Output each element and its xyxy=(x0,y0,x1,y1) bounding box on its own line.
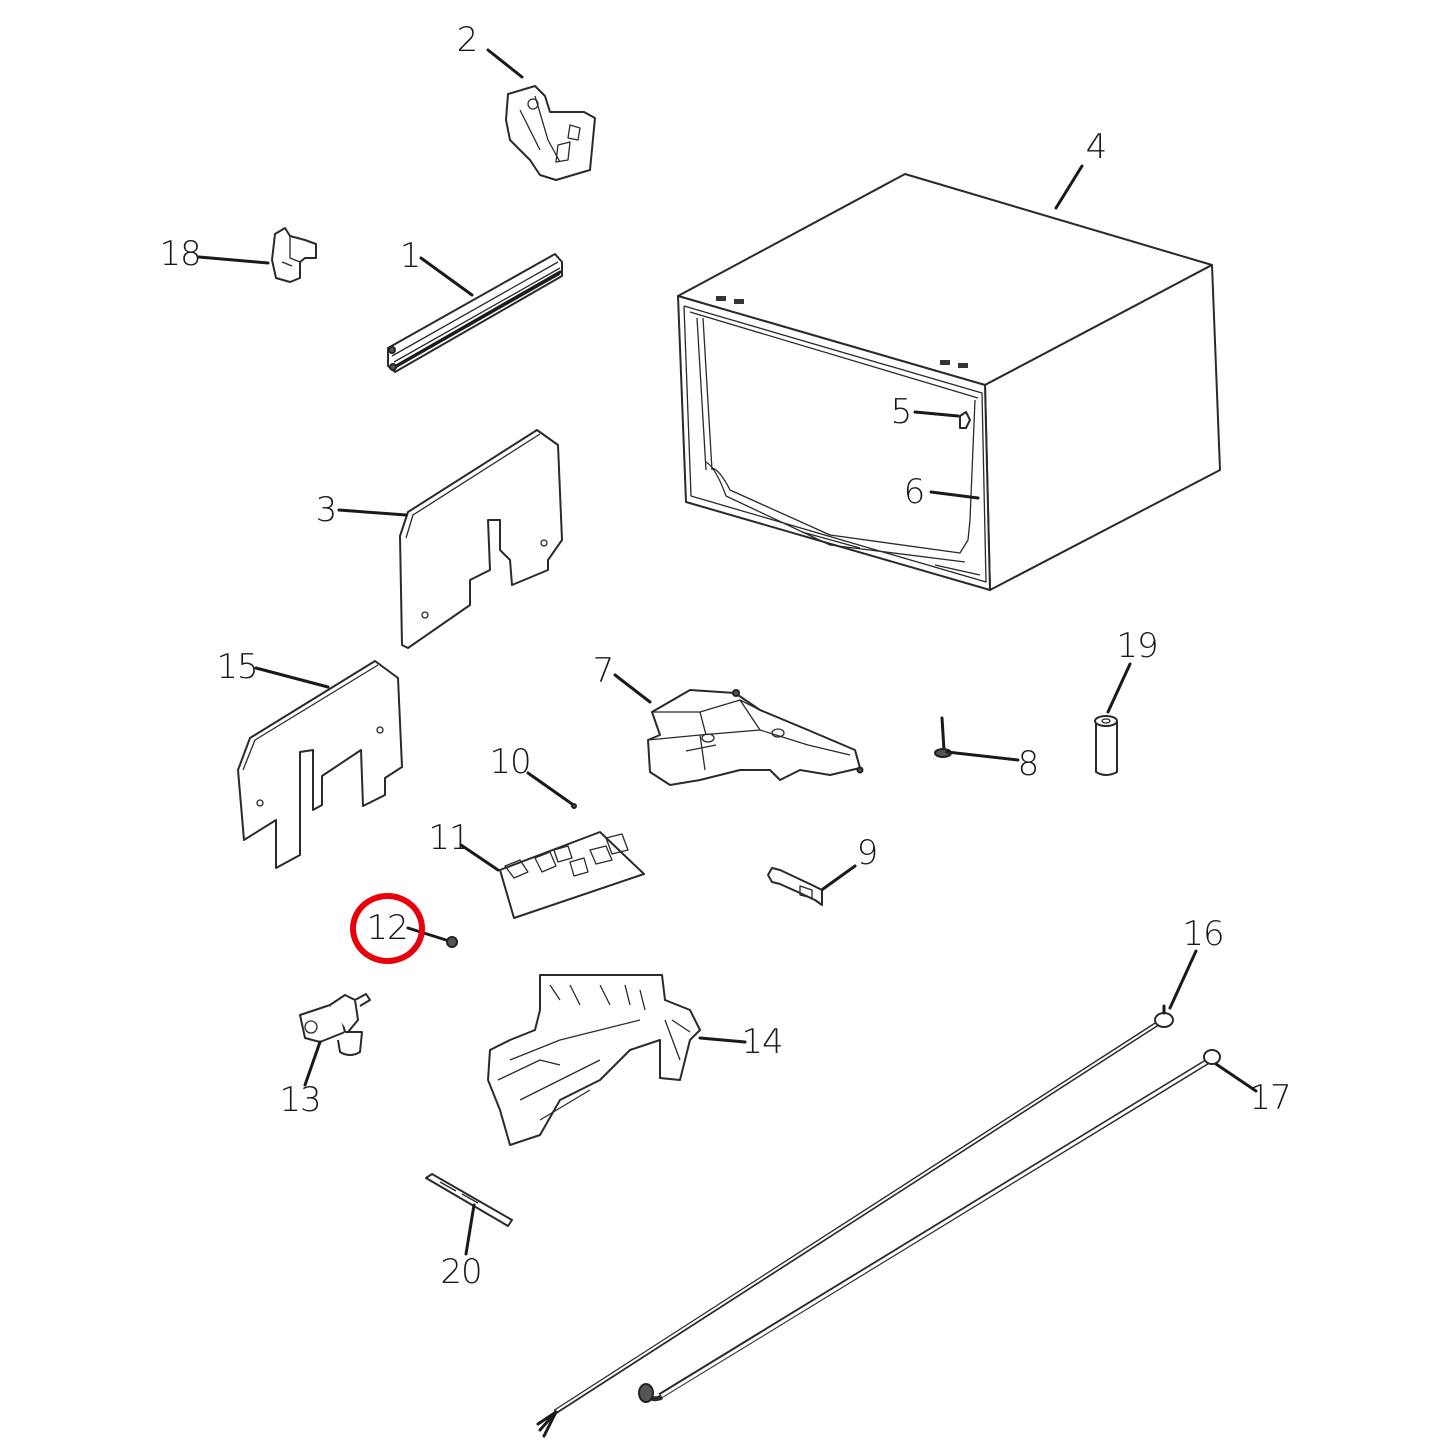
part-19-spacer-tube[interactable] xyxy=(1094,715,1118,776)
callout-12[interactable]: 12 xyxy=(366,908,408,948)
callout-5[interactable]: 5 xyxy=(890,392,913,432)
part-17-fill-hose[interactable] xyxy=(638,1049,1221,1403)
callout-14[interactable]: 14 xyxy=(741,1022,783,1062)
part-5-bumper-clip[interactable] xyxy=(959,411,971,429)
part-1-slide-rail[interactable] xyxy=(387,253,563,373)
part-12-screw-fastener[interactable] xyxy=(446,936,458,948)
part-18-latch-clip[interactable] xyxy=(271,227,317,283)
callout-19[interactable]: 19 xyxy=(1116,626,1158,666)
part-14-harness-housing[interactable] xyxy=(487,974,701,1146)
callout-9[interactable]: 9 xyxy=(856,833,879,873)
highlight-ring-part-12 xyxy=(350,893,425,964)
callout-10[interactable]: 10 xyxy=(489,742,531,782)
part-13-water-valve[interactable] xyxy=(299,993,371,1056)
callout-15[interactable]: 15 xyxy=(216,647,258,687)
callout-18[interactable]: 18 xyxy=(159,234,201,274)
part-9-bracket[interactable] xyxy=(767,867,823,906)
part-20-mounting-strip[interactable] xyxy=(425,1173,513,1227)
part-4-tub-cabinet[interactable] xyxy=(677,173,1221,591)
callout-13[interactable]: 13 xyxy=(279,1080,321,1120)
callout-16[interactable]: 16 xyxy=(1182,914,1224,954)
part-3-insulation-panel[interactable] xyxy=(399,429,563,649)
part-16-power-cord[interactable] xyxy=(536,1004,1174,1438)
callout-1[interactable]: 1 xyxy=(399,236,422,276)
callout-20[interactable]: 20 xyxy=(440,1252,482,1292)
callout-17[interactable]: 17 xyxy=(1249,1078,1291,1118)
callout-3[interactable]: 3 xyxy=(315,490,338,530)
part-11-control-board[interactable] xyxy=(499,831,645,919)
callout-11[interactable]: 11 xyxy=(428,818,470,858)
callout-6[interactable]: 6 xyxy=(903,472,926,512)
part-2-latch-assembly[interactable] xyxy=(505,85,596,181)
leader-lines xyxy=(197,48,1258,1256)
callout-8[interactable]: 8 xyxy=(1017,744,1040,784)
callout-7[interactable]: 7 xyxy=(592,651,615,691)
callout-4[interactable]: 4 xyxy=(1085,127,1108,167)
part-7-control-housing[interactable] xyxy=(647,689,864,786)
callout-2[interactable]: 2 xyxy=(456,20,479,60)
part-15-insulation-panel[interactable] xyxy=(237,660,403,869)
